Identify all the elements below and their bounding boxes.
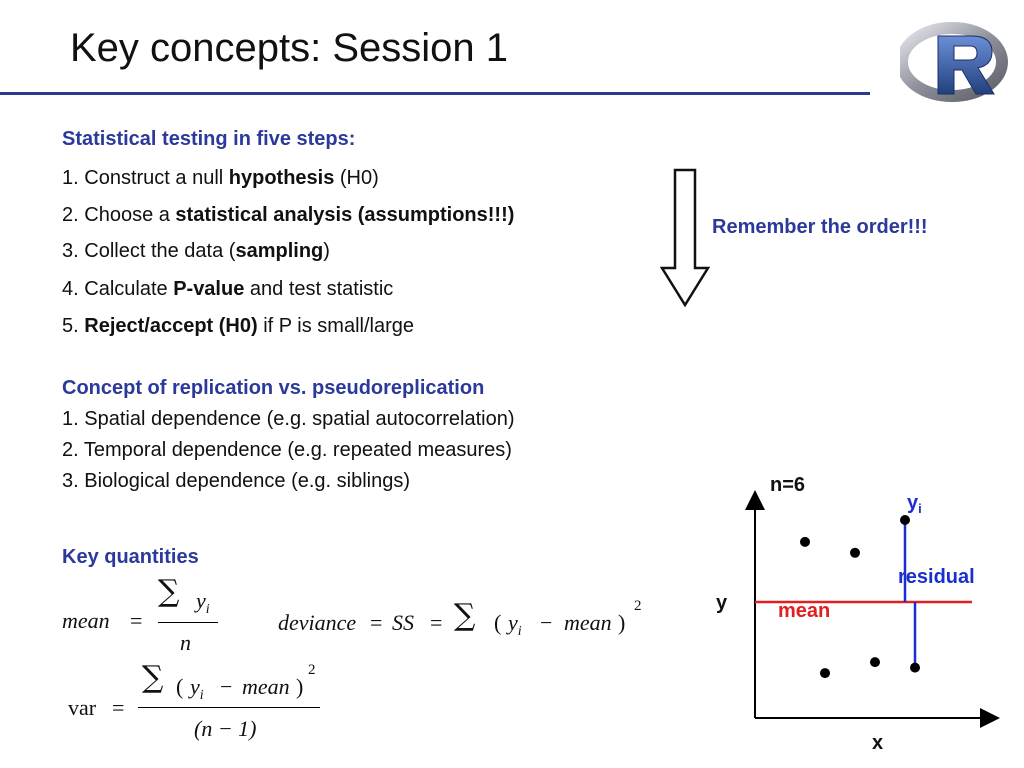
variance-formula: var = ∑ ( yi − mean ) 2 (n − 1) bbox=[62, 660, 342, 752]
residual-label: residual bbox=[898, 566, 975, 588]
var-symbol: var bbox=[68, 695, 97, 720]
step-keyword: sampling bbox=[235, 240, 324, 262]
y-axis-label: y bbox=[716, 592, 728, 614]
n-minus-one: (n − 1) bbox=[194, 716, 257, 741]
y-letter: y bbox=[196, 588, 206, 613]
slide-title: Key concepts: Session 1 bbox=[70, 26, 509, 70]
down-arrow-icon bbox=[660, 168, 710, 308]
sample-size-label: n=6 bbox=[770, 474, 806, 496]
sum-symbol: ∑ bbox=[142, 660, 164, 695]
step-text: if P is small/large bbox=[257, 315, 415, 337]
ss-symbol: SS bbox=[392, 610, 414, 635]
y-letter: y bbox=[508, 610, 518, 635]
yi-symbol: yi bbox=[508, 610, 522, 639]
deviance-formula: deviance = SS = ∑ ( yi − mean ) 2 bbox=[278, 598, 658, 654]
data-point bbox=[800, 536, 810, 547]
step-text: Calculate bbox=[84, 278, 174, 300]
i-subscript: i bbox=[205, 602, 210, 617]
mean-formula: mean = ∑ yi n bbox=[62, 574, 232, 658]
r-logo-icon bbox=[900, 22, 1008, 102]
equals-sign: = bbox=[112, 695, 125, 720]
step-text: (H0) bbox=[334, 167, 379, 189]
y-letter: y bbox=[190, 674, 200, 699]
replication-item: 1. Spatial dependence (e.g. spatial auto… bbox=[62, 408, 515, 430]
replication-item: 3. Biological dependence (e.g. siblings) bbox=[62, 470, 410, 492]
fraction-bar bbox=[138, 707, 320, 708]
step-item: 2. Choose a statistical analysis (assump… bbox=[62, 204, 514, 227]
mean-symbol: mean bbox=[242, 674, 290, 699]
step-item: 4. Calculate P-value and test statistic bbox=[62, 278, 393, 301]
step-text: Collect the data ( bbox=[84, 240, 236, 262]
step-keyword: hypothesis bbox=[228, 167, 335, 189]
right-paren: ) bbox=[296, 674, 304, 699]
data-point bbox=[910, 662, 920, 673]
yi-label: yi bbox=[907, 492, 922, 516]
step-keyword: Reject/accept (H0) bbox=[84, 315, 258, 337]
step-keyword: statistical analysis (assumptions!!!) bbox=[175, 204, 515, 226]
sum-symbol: ∑ bbox=[158, 574, 180, 609]
equals-sign: = bbox=[430, 610, 443, 635]
yi-subscript: i bbox=[918, 501, 922, 516]
step-number: 1. bbox=[62, 167, 85, 189]
step-number: 3. bbox=[62, 240, 85, 262]
step-text: ) bbox=[323, 240, 330, 262]
x-axis-label: x bbox=[872, 732, 884, 754]
equals-sign: = bbox=[130, 608, 143, 633]
deviance-symbol: deviance bbox=[278, 610, 357, 635]
steps-heading: Statistical testing in five steps: bbox=[62, 128, 356, 150]
yi-symbol: yi bbox=[190, 674, 204, 703]
step-keyword: P-value bbox=[173, 278, 245, 300]
quantities-heading: Key quantities bbox=[62, 546, 199, 568]
sum-symbol: ∑ bbox=[454, 598, 476, 633]
replication-item: 2. Temporal dependence (e.g. repeated me… bbox=[62, 439, 512, 461]
step-text: and test statistic bbox=[244, 278, 394, 300]
step-item: 3. Collect the data (sampling) bbox=[62, 240, 330, 263]
data-point bbox=[850, 547, 860, 558]
yi-letter: y bbox=[907, 492, 919, 514]
minus-sign: − bbox=[220, 674, 233, 699]
step-number: 5. bbox=[62, 315, 85, 337]
i-subscript: i bbox=[517, 624, 522, 639]
step-text: Construct a null bbox=[84, 167, 229, 189]
minus-sign: − bbox=[540, 610, 553, 635]
step-item: 1. Construct a null hypothesis (H0) bbox=[62, 167, 379, 190]
y-symbol: yi bbox=[196, 588, 210, 617]
step-number: 2. bbox=[62, 204, 85, 226]
data-point bbox=[820, 668, 830, 679]
step-item: 5. Reject/accept (H0) if P is small/larg… bbox=[62, 315, 414, 338]
mean-symbol: mean bbox=[62, 608, 110, 633]
replication-heading: Concept of replication vs. pseudoreplica… bbox=[62, 377, 485, 399]
data-point bbox=[900, 515, 910, 525]
residual-plot: n=6 yi residual mean y x bbox=[700, 470, 1024, 768]
equals-sign: = bbox=[370, 610, 383, 635]
step-text: Choose a bbox=[84, 204, 176, 226]
mean-line-label: mean bbox=[778, 600, 831, 622]
data-point bbox=[870, 657, 880, 668]
fraction-bar bbox=[158, 622, 218, 623]
left-paren: ( bbox=[494, 610, 502, 635]
mean-symbol: mean bbox=[564, 610, 612, 635]
title-underline bbox=[0, 92, 870, 95]
right-paren: ) bbox=[618, 610, 626, 635]
residual-plot-canvas bbox=[745, 490, 1000, 728]
i-subscript: i bbox=[199, 688, 204, 703]
square-exponent: 2 bbox=[308, 662, 316, 678]
left-paren: ( bbox=[176, 674, 184, 699]
remember-order-note: Remember the order!!! bbox=[712, 216, 928, 238]
n-symbol: n bbox=[180, 630, 191, 655]
step-number: 4. bbox=[62, 278, 85, 300]
square-exponent: 2 bbox=[634, 598, 642, 614]
